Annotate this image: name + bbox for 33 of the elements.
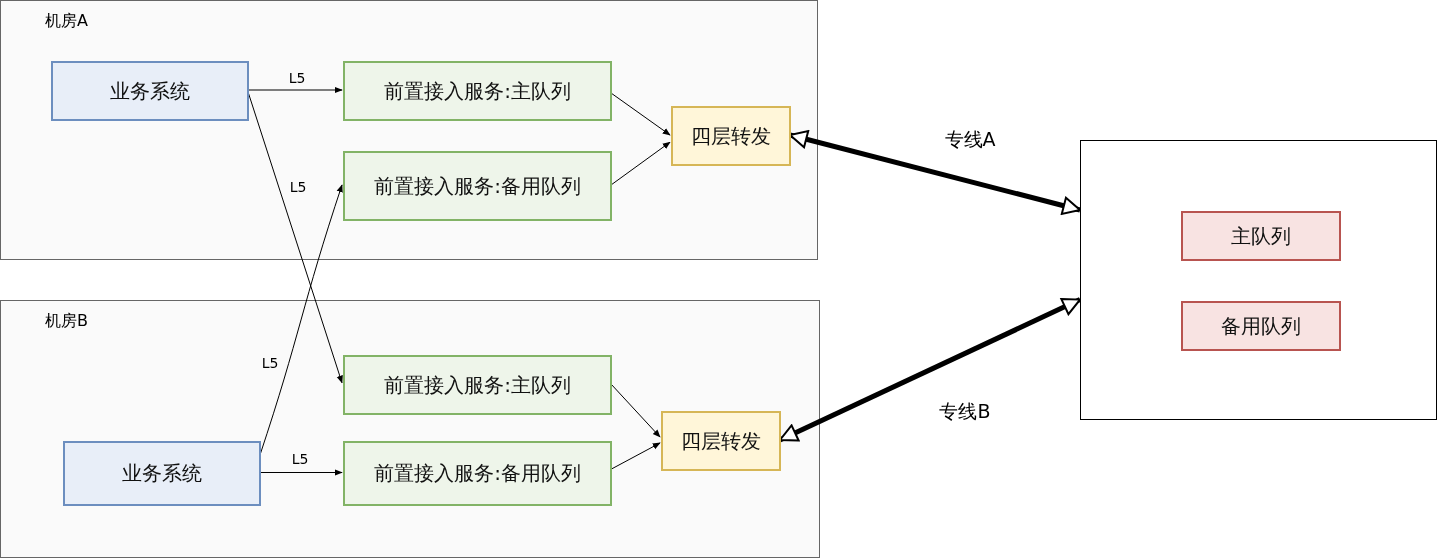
node-label: 前置接入服务:主队列 (384, 77, 571, 105)
process-box (343, 61, 612, 121)
queue-host-box (1080, 140, 1437, 420)
process-box (1181, 301, 1341, 351)
node-label: 前置接入服务:备用队列 (374, 460, 581, 487)
process-box (51, 61, 249, 121)
room-title: 机房A (45, 11, 88, 32)
arrow (610, 383, 661, 438)
arrow (247, 86, 343, 94)
node-label: 备用队列 (1221, 312, 1301, 340)
process-box (343, 441, 612, 506)
node-label: 四层转发 (691, 122, 771, 150)
room-panel (0, 300, 820, 558)
process-box (343, 355, 612, 415)
process-box (63, 441, 261, 506)
node-label: 前置接入服务:主队列 (384, 371, 571, 399)
arrow (610, 141, 671, 186)
arrow (610, 442, 661, 470)
process-box (661, 411, 781, 471)
double-arrow (778, 297, 1082, 443)
room-panel (0, 0, 818, 260)
room-title: 机房B (45, 311, 88, 332)
node-label: 业务系统 (110, 77, 190, 105)
node-label: 四层转发 (681, 427, 761, 455)
process-box (1181, 211, 1341, 261)
arrow (610, 92, 671, 136)
arrow (259, 469, 343, 476)
process-box (671, 106, 791, 166)
node-label: 业务系统 (122, 460, 202, 487)
process-box (343, 151, 612, 221)
node-label: 主队列 (1231, 222, 1291, 250)
node-label: 前置接入服务:备用队列 (374, 172, 581, 200)
double-arrow (789, 130, 1081, 215)
